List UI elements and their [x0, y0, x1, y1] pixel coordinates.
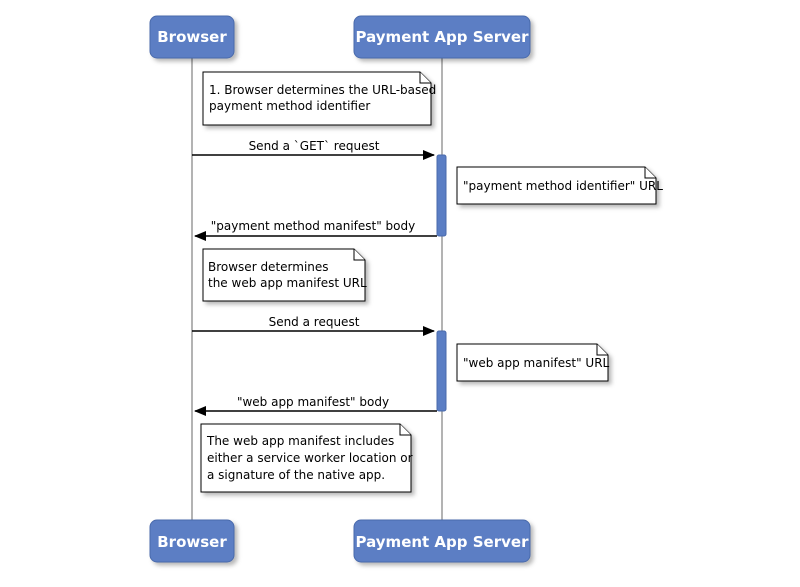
note-4 — [456, 343, 609, 382]
note-3-line-2: the web app manifest URL — [208, 276, 367, 290]
note-2-line-1: "payment method identifier" URL — [463, 179, 663, 193]
note-5-line-3: a signature of the native app. — [207, 468, 385, 482]
participant-server-bottom-label: Payment App Server — [356, 533, 530, 551]
participant-server-bottom — [353, 519, 531, 563]
note-3-line-1: Browser determines — [208, 260, 329, 274]
server-activation-1 — [436, 154, 447, 237]
participant-browser-top-label: Browser — [157, 28, 227, 46]
message-2-label: "payment method manifest" body — [211, 219, 416, 233]
note-1-line-2: payment method identifier — [209, 99, 370, 113]
note-5-line-1: The web app manifest includes — [206, 434, 394, 448]
note-5 — [200, 423, 412, 493]
participant-browser-top — [149, 15, 235, 59]
message-4-label: "web app manifest" body — [237, 395, 389, 409]
message-3-label: Send a request — [269, 315, 360, 329]
note-5-line-2: either a service worker location or — [207, 451, 413, 465]
message-1-label: Send a `GET` request — [249, 139, 380, 153]
note-3 — [202, 248, 366, 302]
participant-browser-bottom-label: Browser — [157, 533, 227, 551]
server-activation-2 — [436, 330, 447, 412]
note-1-line-1: 1. Browser determines the URL-based — [209, 83, 436, 97]
participant-browser-bottom — [149, 519, 235, 563]
note-4-line-1: "web app manifest" URL — [463, 356, 610, 370]
note-2 — [456, 166, 657, 205]
participant-server-top-label: Payment App Server — [356, 28, 530, 46]
participant-server-top — [353, 15, 531, 59]
note-1 — [202, 71, 432, 126]
